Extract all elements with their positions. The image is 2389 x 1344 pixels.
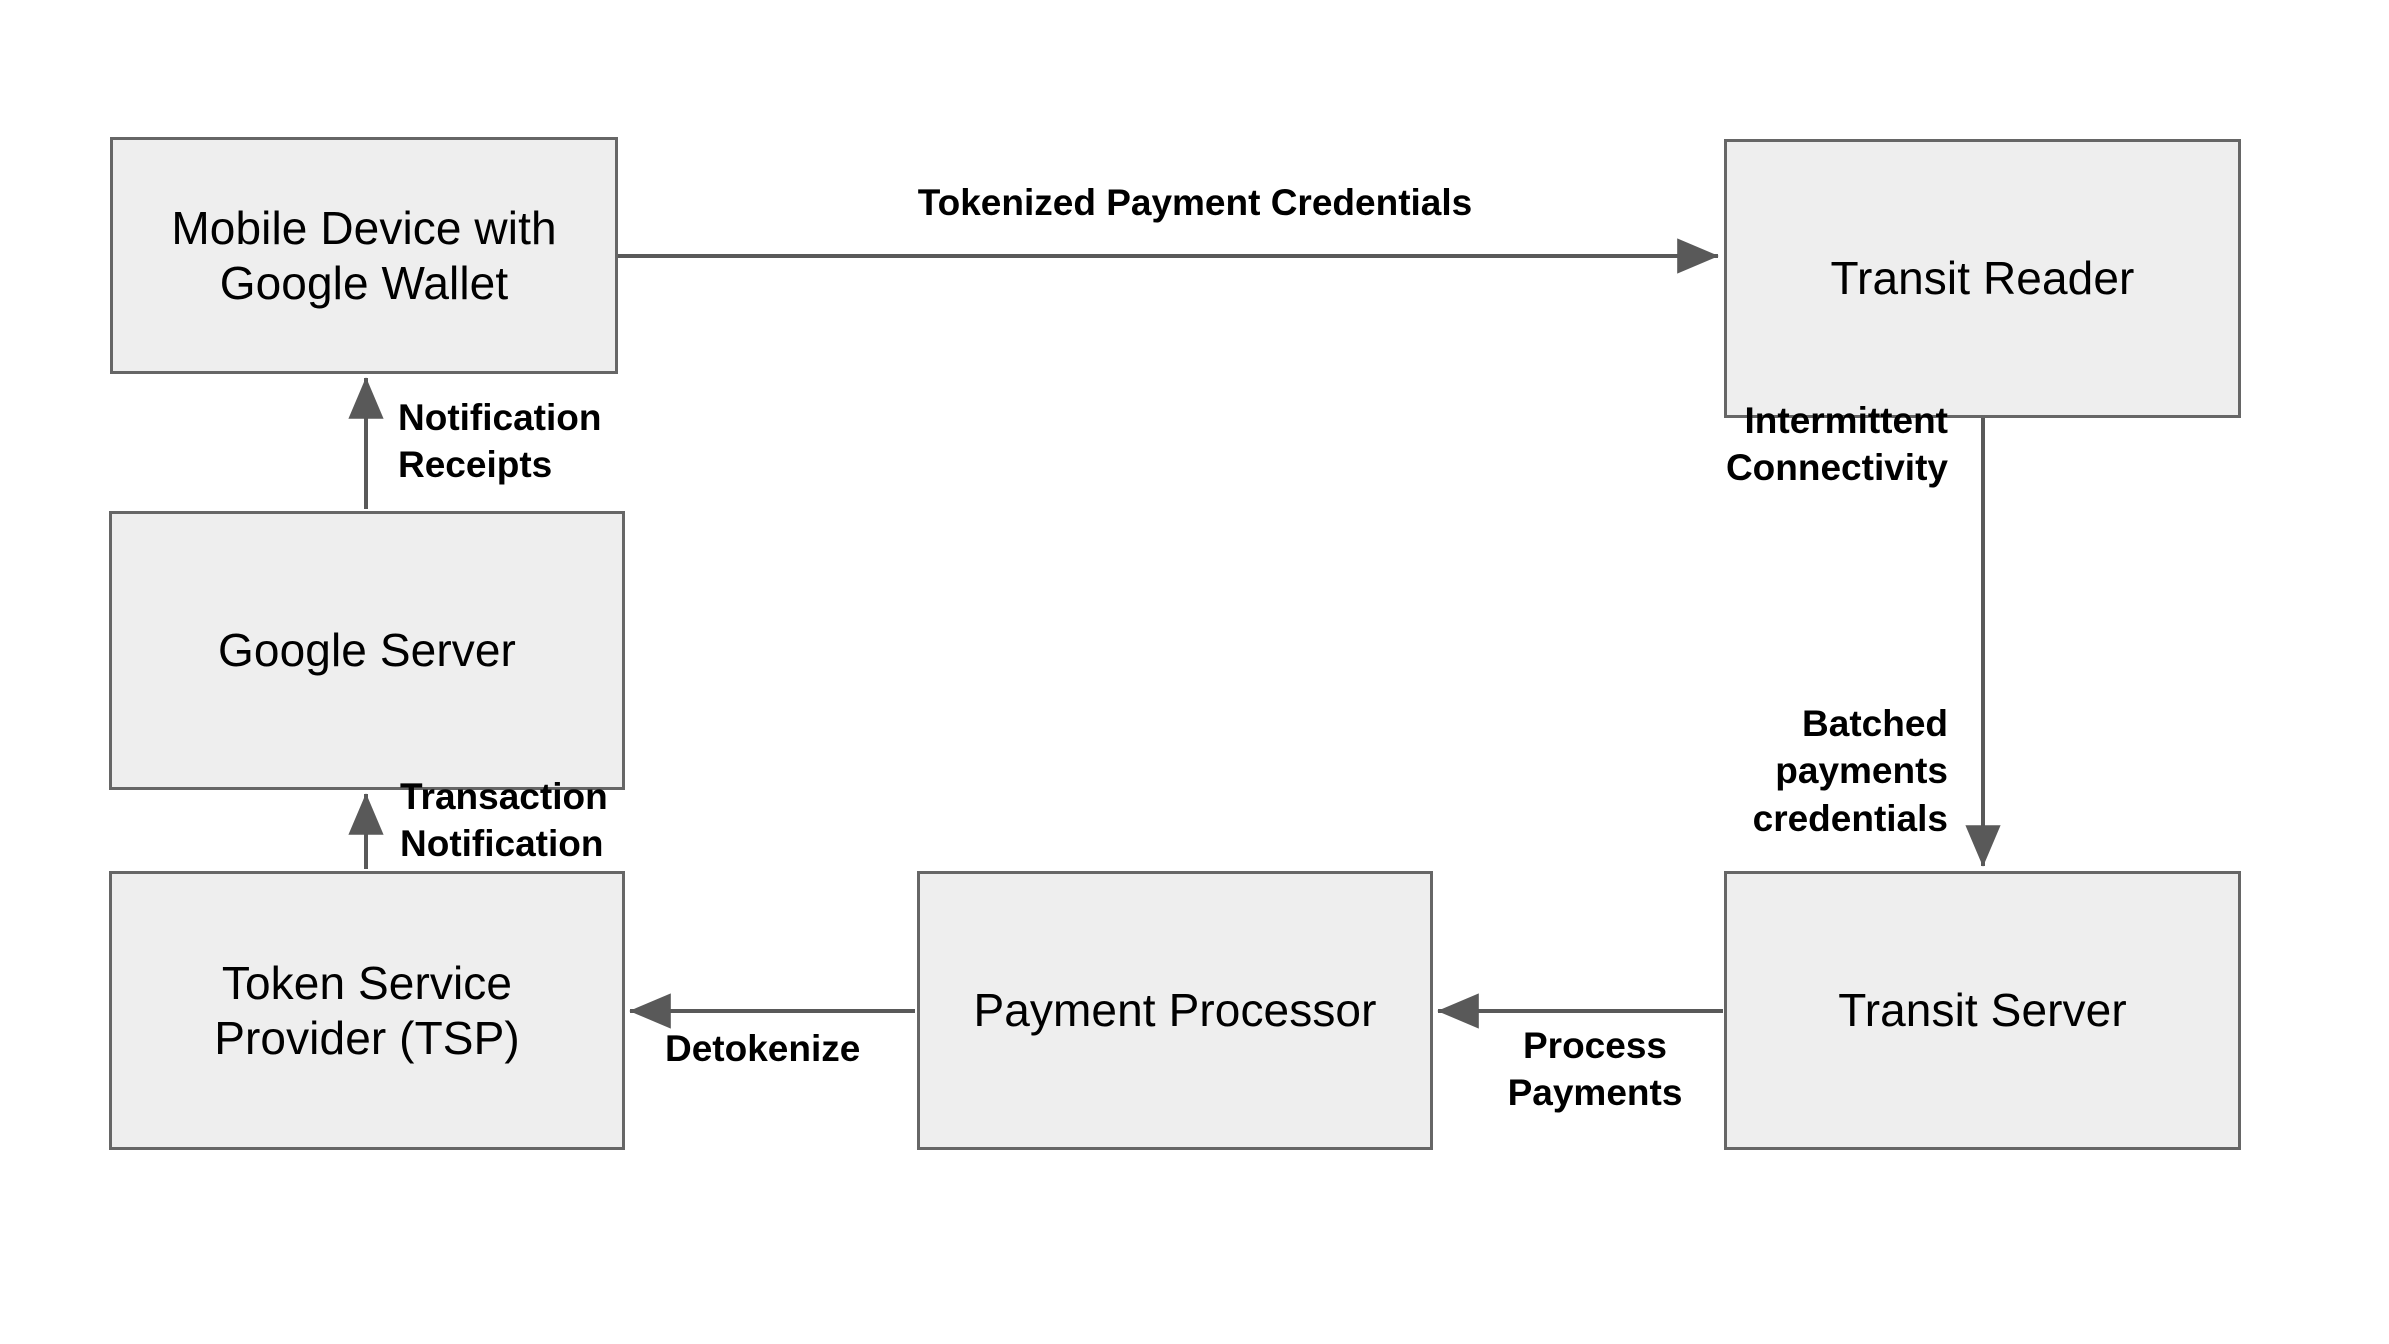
node-token-service-provider[interactable]: Token Service Provider (TSP) xyxy=(109,871,625,1150)
node-transit-reader[interactable]: Transit Reader xyxy=(1724,139,2241,418)
node-payment-processor[interactable]: Payment Processor xyxy=(917,871,1433,1150)
node-mobile-device-label: Mobile Device with Google Wallet xyxy=(171,202,557,309)
edge-label-detokenize: Detokenize xyxy=(665,1028,861,1069)
node-mobile-device[interactable]: Mobile Device with Google Wallet xyxy=(110,137,618,374)
edge-label-tokenized-payment-credentials: Tokenized Payment Credentials xyxy=(917,182,1473,223)
edge-label-transaction-notification: Transaction Notification xyxy=(400,776,608,865)
node-transit-server-label: Transit Server xyxy=(1838,984,2127,1037)
node-payment-processor-label: Payment Processor xyxy=(973,984,1377,1037)
edge-label-process-payments: Process Payments xyxy=(1507,1025,1683,1114)
edge-label-batched-payments-credentials: Batched payments credentials xyxy=(1752,703,1948,839)
node-transit-reader-label: Transit Reader xyxy=(1830,252,2135,305)
node-google-server-label: Google Server xyxy=(218,624,516,677)
edge-label-intermittent-connectivity: Intermittent Connectivity xyxy=(1725,400,1948,489)
edge-label-notification-receipts: Notification Receipts xyxy=(398,397,602,486)
node-google-server[interactable]: Google Server xyxy=(109,511,625,790)
node-transit-server[interactable]: Transit Server xyxy=(1724,871,2241,1150)
node-token-service-provider-label: Token Service Provider (TSP) xyxy=(214,957,520,1064)
